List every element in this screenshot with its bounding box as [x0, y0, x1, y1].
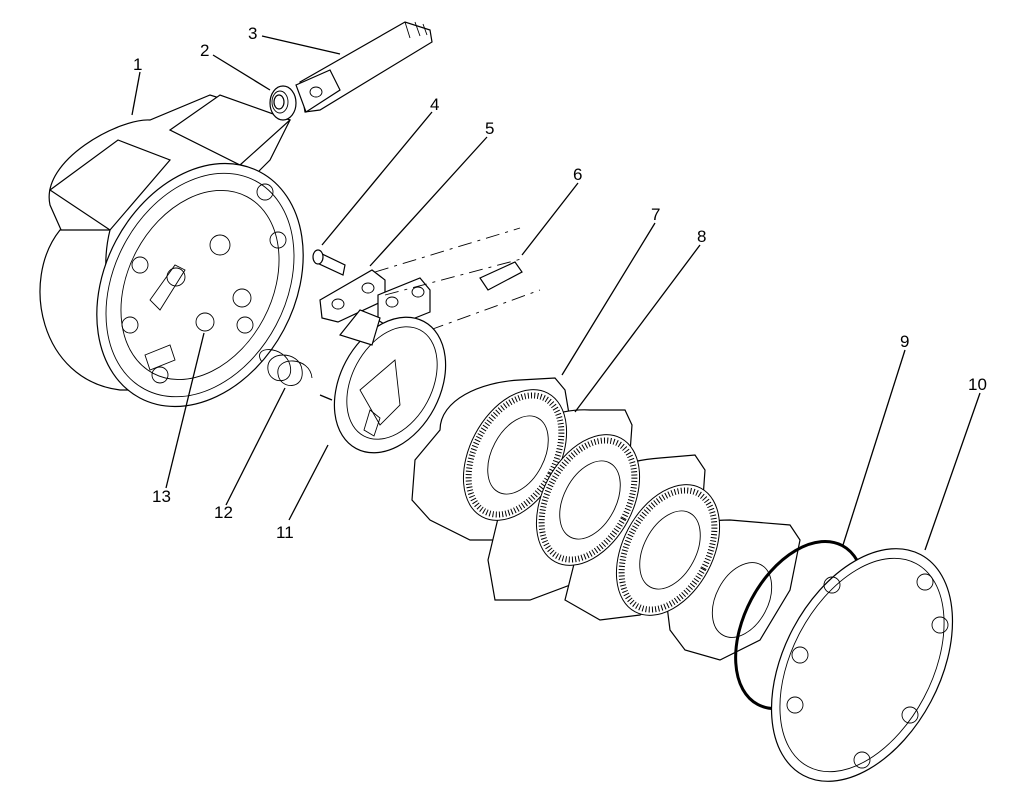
- callout-5: 5: [485, 119, 494, 138]
- callout-9: 9: [900, 332, 909, 351]
- callout-2: 2: [200, 41, 209, 60]
- leader-lines: [131, 35, 981, 551]
- spring: [259, 349, 333, 401]
- callout-11: 11: [276, 523, 294, 542]
- callout-6: 6: [573, 165, 582, 184]
- bushing: [269, 85, 297, 121]
- actuator-links: [319, 269, 431, 329]
- pin: [312, 249, 346, 276]
- callout-8: 8: [697, 227, 706, 246]
- actuator-plate: [333, 309, 447, 454]
- brake-housing: [39, 94, 304, 408]
- callout-12: 12: [214, 503, 233, 522]
- cover-plate: [770, 548, 954, 782]
- callout-numbers: 1 2 3 4 5 6 7 8 9 10 11 12 13: [133, 24, 987, 542]
- callout-3: 3: [248, 24, 257, 43]
- shaft: [295, 21, 433, 113]
- callout-13: 13: [152, 487, 171, 506]
- callout-7: 7: [651, 205, 660, 224]
- friction-discs: [462, 389, 773, 638]
- callout-4: 4: [430, 95, 439, 114]
- spring-clip: [374, 227, 541, 331]
- callout-1: 1: [133, 55, 142, 74]
- callout-10: 10: [968, 375, 987, 394]
